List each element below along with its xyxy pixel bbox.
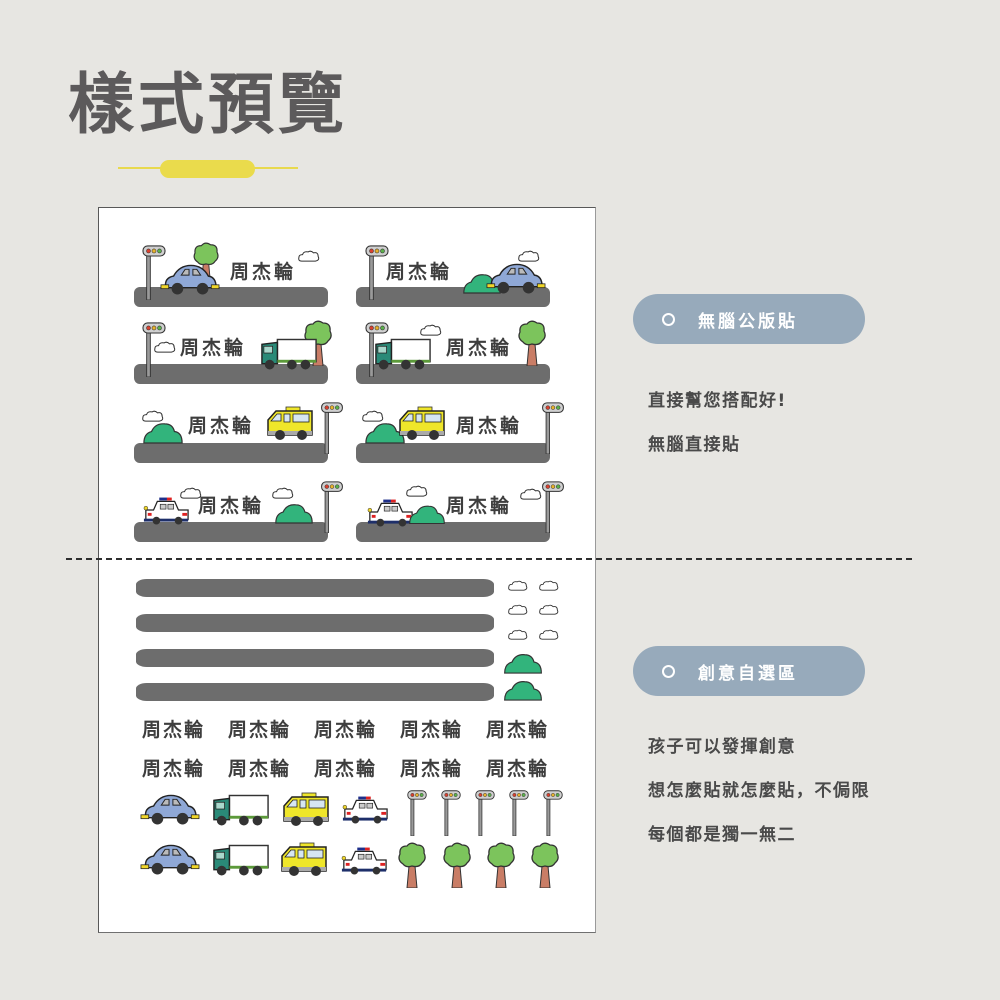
taxi-icon[interactable] bbox=[280, 842, 330, 878]
truck-icon[interactable] bbox=[212, 842, 270, 878]
traffic-light-icon bbox=[321, 481, 343, 533]
traffic-light-icon bbox=[321, 402, 343, 454]
creative-desc-line-3: 每個都是獨一無二 bbox=[648, 825, 796, 845]
traffic-light-icon[interactable] bbox=[473, 790, 497, 836]
cloud-icon[interactable] bbox=[539, 629, 559, 641]
police-car-icon[interactable] bbox=[341, 795, 389, 825]
bush-icon bbox=[275, 504, 313, 524]
name-label[interactable]: 周杰輪 bbox=[486, 758, 550, 780]
tree-icon[interactable] bbox=[397, 842, 427, 888]
name-label[interactable]: 周杰輪 bbox=[400, 758, 464, 780]
bush-icon bbox=[409, 505, 445, 525]
title-accent-pill bbox=[160, 160, 255, 178]
taxi-icon bbox=[267, 406, 313, 441]
sticker-name: 周杰輪 bbox=[446, 495, 513, 517]
preset-desc-line-2: 無腦直接貼 bbox=[648, 435, 741, 455]
name-label[interactable]: 周杰輪 bbox=[400, 719, 464, 741]
police-car-icon bbox=[367, 498, 413, 528]
cloud-icon[interactable] bbox=[539, 604, 559, 616]
creative-section-badge: 創意自選區 bbox=[633, 646, 865, 696]
cloud-icon bbox=[420, 324, 442, 336]
cloud-icon[interactable] bbox=[508, 580, 528, 592]
cloud-icon[interactable] bbox=[508, 629, 528, 641]
sticker-name: 周杰輪 bbox=[230, 261, 297, 283]
police-car-icon[interactable] bbox=[340, 846, 388, 876]
road-strip[interactable] bbox=[136, 649, 494, 667]
road-strip[interactable] bbox=[136, 683, 494, 701]
truck-icon bbox=[375, 338, 431, 371]
sticker-name: 周杰輪 bbox=[188, 415, 255, 437]
name-label[interactable]: 周杰輪 bbox=[228, 719, 292, 741]
name-label[interactable]: 周杰輪 bbox=[486, 719, 550, 741]
traffic-light-icon[interactable] bbox=[541, 790, 565, 836]
name-label[interactable]: 周杰輪 bbox=[314, 719, 378, 741]
car-icon[interactable] bbox=[140, 792, 200, 826]
cloud-icon[interactable] bbox=[539, 580, 559, 592]
sticker-name: 周杰輪 bbox=[446, 337, 513, 359]
taxi-icon[interactable] bbox=[282, 792, 332, 828]
preset-section-badge: 無腦公版貼 bbox=[633, 294, 865, 344]
tree-icon[interactable] bbox=[486, 842, 516, 888]
tree-icon bbox=[518, 320, 546, 366]
cloud-icon bbox=[520, 488, 542, 500]
creative-desc-line-1: 孩子可以發揮創意 bbox=[648, 737, 796, 757]
road-icon bbox=[134, 443, 328, 463]
cloud-icon bbox=[154, 341, 176, 353]
cloud-icon bbox=[406, 485, 428, 497]
dashed-cut-line bbox=[66, 558, 912, 560]
traffic-light-icon[interactable] bbox=[507, 790, 531, 836]
road-icon bbox=[356, 443, 550, 463]
name-label[interactable]: 周杰輪 bbox=[228, 758, 292, 780]
sticker-name: 周杰輪 bbox=[180, 337, 247, 359]
tree-icon[interactable] bbox=[530, 842, 560, 888]
name-label[interactable]: 周杰輪 bbox=[314, 758, 378, 780]
taxi-icon bbox=[399, 406, 445, 441]
name-label[interactable]: 周杰輪 bbox=[142, 719, 206, 741]
circle-icon bbox=[662, 664, 675, 678]
traffic-light-icon bbox=[542, 402, 564, 454]
bush-icon[interactable] bbox=[502, 679, 544, 701]
traffic-light-icon[interactable] bbox=[405, 790, 429, 836]
preset-desc-line-1: 直接幫您搭配好! bbox=[648, 391, 787, 411]
police-car-icon bbox=[143, 496, 189, 526]
car-icon bbox=[486, 263, 546, 295]
page-title: 樣式預覽 bbox=[68, 66, 348, 143]
badge-label: 創意自選區 bbox=[698, 663, 798, 684]
bush-icon[interactable] bbox=[502, 652, 544, 674]
bush-icon bbox=[143, 423, 183, 444]
traffic-light-icon bbox=[542, 481, 564, 533]
cloud-icon[interactable] bbox=[508, 604, 528, 616]
truck-icon[interactable] bbox=[212, 792, 270, 828]
traffic-light-icon[interactable] bbox=[439, 790, 463, 836]
name-label-grid: 周杰輪 周杰輪 周杰輪 周杰輪 周杰輪 周杰輪 周杰輪 周杰輪 周杰輪 周杰輪 bbox=[142, 715, 572, 781]
car-icon[interactable] bbox=[140, 842, 200, 876]
tree-icon[interactable] bbox=[442, 842, 472, 888]
name-label[interactable]: 周杰輪 bbox=[142, 758, 206, 780]
road-strip[interactable] bbox=[136, 614, 494, 632]
car-icon bbox=[160, 264, 220, 296]
cloud-icon bbox=[518, 250, 540, 262]
truck-icon bbox=[261, 338, 317, 371]
sticker-name: 周杰輪 bbox=[456, 415, 523, 437]
sticker-name: 周杰輪 bbox=[386, 261, 453, 283]
creative-desc-line-2: 想怎麼貼就怎麼貼，不侷限 bbox=[648, 781, 870, 801]
road-strip[interactable] bbox=[136, 579, 494, 597]
cloud-icon bbox=[298, 250, 320, 262]
badge-label: 無腦公版貼 bbox=[698, 311, 798, 332]
cloud-icon bbox=[272, 487, 294, 499]
circle-icon bbox=[662, 312, 675, 326]
sticker-name: 周杰輪 bbox=[198, 495, 265, 517]
